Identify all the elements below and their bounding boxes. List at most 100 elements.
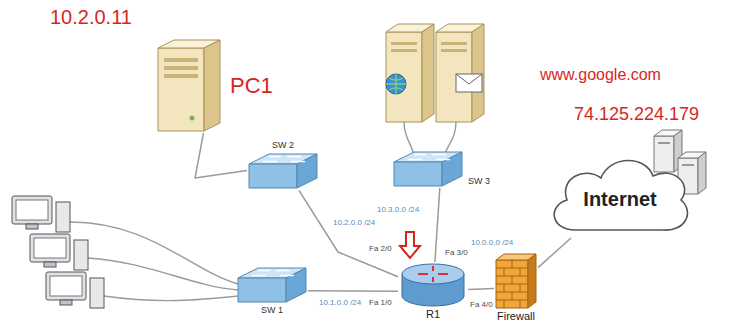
internet-server-icon-part — [698, 152, 706, 194]
network-link — [435, 188, 440, 262]
node-label: SW 3 — [468, 176, 490, 186]
link-line — [299, 190, 398, 276]
cloud-shape-part — [554, 160, 687, 230]
web-server-icon-part — [386, 32, 422, 122]
switch-icon — [247, 152, 319, 190]
switch-icon-part — [394, 162, 442, 186]
server-icon-part — [164, 66, 198, 70]
firewall: Firewall — [494, 252, 538, 323]
ip-address: 74.125.224.179 — [574, 104, 699, 125]
link-line — [195, 133, 247, 178]
workstation-icon-part — [16, 200, 48, 220]
node-label: SW 1 — [261, 305, 283, 315]
internet-cloud: Internet — [545, 150, 695, 238]
node-label: R1 — [426, 308, 440, 321]
workstation-icon-part — [44, 262, 56, 267]
switch: SW 2 — [247, 140, 319, 190]
server-icon-part — [164, 58, 198, 62]
switch-icon-part — [263, 157, 305, 162]
internet-server-icon-part — [682, 164, 694, 166]
web-server-icon-part — [386, 74, 406, 94]
server-icon — [152, 38, 224, 133]
workstation-icon-part — [50, 276, 82, 296]
workstation-icon — [30, 234, 88, 270]
interface-label: Fa 4/0 — [469, 300, 494, 309]
marker-arrow — [400, 232, 420, 258]
node-label: Internet — [583, 188, 656, 211]
router: R1 — [398, 262, 468, 321]
switch-icon — [236, 266, 308, 304]
switch-icon-part — [286, 268, 306, 302]
server-icon-part — [164, 74, 198, 78]
internet-server-icon-part — [654, 136, 674, 172]
pc-wires-part — [88, 258, 238, 290]
switch-icon-part — [297, 154, 317, 188]
firewall-icon-part — [528, 254, 536, 308]
mail-server-icon-part — [441, 42, 467, 45]
workstation-icon-part — [30, 234, 70, 262]
workstation-icon — [12, 196, 70, 232]
workstation-icon-part — [46, 272, 86, 300]
mail-server-icon-part — [472, 24, 484, 122]
router-icon-part — [402, 264, 464, 284]
switch-icon-part — [252, 271, 294, 276]
switch-icon-part — [249, 164, 297, 188]
link-line — [308, 290, 398, 292]
network-link — [468, 288, 494, 289]
firewall-icon — [494, 252, 538, 310]
switch: SW 1 — [236, 266, 308, 315]
interface-label: Fa 2/0 — [368, 244, 393, 253]
server-wires — [404, 122, 456, 156]
firewall-icon-part — [496, 260, 528, 308]
server-wires-part — [444, 122, 456, 156]
subnet-label: 10.2.0.0 /24 — [332, 218, 376, 227]
workstation-icon — [46, 272, 104, 308]
internet-server-icon-part — [658, 142, 670, 144]
router-icon — [398, 262, 468, 308]
mail-server-icon — [436, 24, 484, 122]
network-link — [538, 238, 571, 268]
server-icon-part — [204, 40, 220, 131]
web-server-icon — [386, 24, 434, 122]
server-icon-part — [190, 116, 195, 121]
web-server-icon-part — [386, 74, 406, 94]
web-server-icon-part — [391, 49, 417, 52]
subnet-label: 10.1.0.0 /24 — [318, 298, 362, 307]
switch-icon-part — [408, 155, 450, 160]
network-link — [195, 133, 247, 178]
link-line — [538, 238, 571, 268]
switch-icon — [392, 150, 464, 188]
interface-label: Fa 1/0 — [368, 298, 393, 307]
pc-server: PC1 — [152, 38, 273, 133]
node-label: PC1 — [230, 73, 273, 98]
node-label: Firewall — [497, 310, 535, 323]
ip-address: 10.2.0.11 — [50, 6, 132, 29]
mail-server-icon-part — [456, 74, 482, 84]
subnet-label: 10.0.0.0 /24 — [470, 238, 514, 247]
server-icon-part — [158, 48, 204, 131]
server-wires-part — [404, 122, 414, 156]
switch: SW 3 — [392, 150, 490, 188]
pc-wires-part — [70, 222, 238, 284]
network-link — [299, 190, 398, 276]
switch-icon-part — [238, 278, 286, 302]
workstation-icon-part — [56, 202, 70, 232]
workstation-icon-part — [34, 238, 66, 258]
workstation-icon-part — [74, 240, 88, 270]
interface-label: Fa 3/0 — [444, 248, 469, 257]
subnet-label: 10.3.0.0 /24 — [376, 205, 420, 214]
node-label: SW 2 — [272, 140, 294, 150]
network-link — [308, 290, 398, 291]
workstation-icon-part — [60, 300, 72, 305]
host-name: www.google.com — [540, 66, 661, 84]
mail-server-icon-part — [441, 49, 467, 52]
web-server-icon-part — [391, 42, 417, 45]
workstation-icon-part — [12, 196, 52, 224]
workstation-icon-part — [90, 278, 104, 308]
link-line — [435, 188, 440, 262]
switch-icon-part — [442, 152, 462, 186]
link-line — [468, 288, 494, 289]
mail-server-icon-part — [456, 74, 482, 92]
workstation-icon-part — [26, 224, 38, 229]
web-server-icon-part — [422, 24, 434, 122]
